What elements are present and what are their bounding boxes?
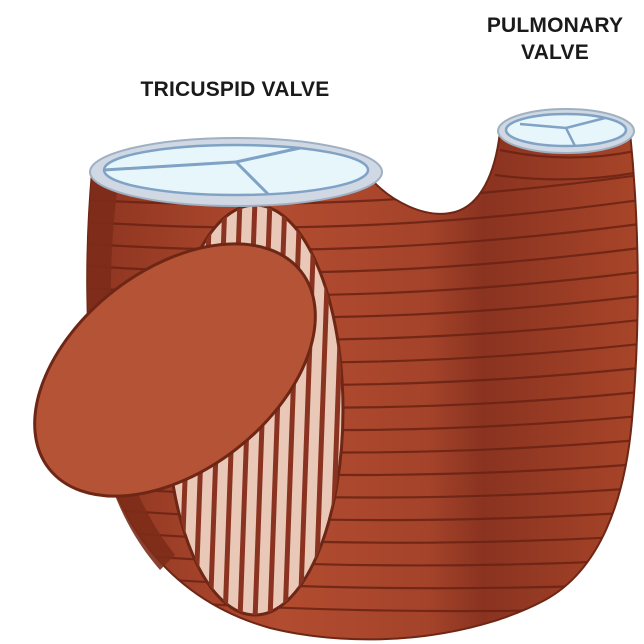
tricuspid-valve-label: TRICUSPID VALVE bbox=[120, 76, 350, 103]
pulmonary-valve-label-line1: PULMONARY bbox=[470, 12, 640, 39]
pulmonary-valve-label: PULMONARY VALVE bbox=[470, 12, 640, 66]
tricuspid-valve bbox=[90, 138, 382, 206]
pulmonary-valve bbox=[498, 109, 634, 153]
pulmonary-valve-label-line2: VALVE bbox=[470, 39, 640, 66]
